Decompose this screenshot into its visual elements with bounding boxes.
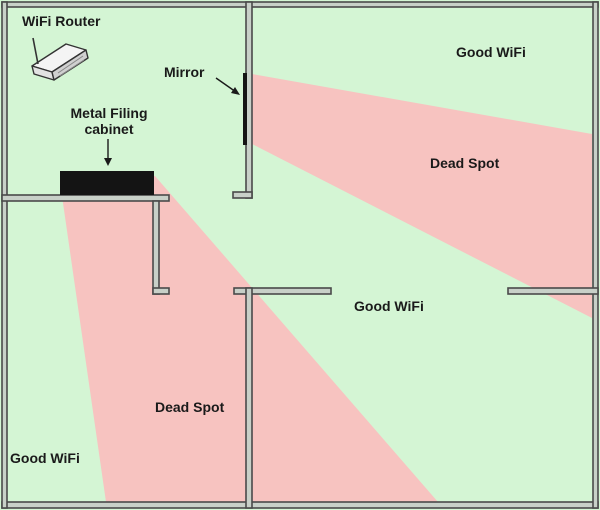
- annotation-arrows: [104, 77, 240, 166]
- wall-left-horizontal: [1, 194, 170, 202]
- outer-wall-bottom: [1, 501, 599, 509]
- cabinet-label-line2: cabinet: [84, 121, 133, 137]
- router-label: WiFi Router: [22, 13, 101, 29]
- mirror-arrow-head: [231, 87, 240, 95]
- dead-spot-zone-mirror: [252, 74, 592, 318]
- wall-left-stub-foot: [152, 287, 170, 295]
- good-wifi-middle-label: Good WiFi: [354, 298, 424, 314]
- mirror-arrow-line: [215, 77, 237, 93]
- mirror-label: Mirror: [164, 64, 205, 80]
- good-wifi-top-right-label: Good WiFi: [456, 44, 526, 60]
- router-vent-1: [57, 55, 84, 74]
- cabinet-label-line1: Metal Filing: [71, 105, 148, 121]
- wall-top-vertical-foot: [232, 191, 253, 199]
- wall-middle-horizontal: [233, 287, 332, 295]
- good-wifi-bottom-left-label: Good WiFi: [10, 450, 80, 466]
- dead-spot-lower-label: Dead Spot: [155, 399, 225, 415]
- mirror: [243, 73, 247, 145]
- wall-left-stub: [152, 200, 160, 295]
- outer-wall-left: [1, 1, 8, 509]
- outer-wall-top: [1, 1, 599, 8]
- metal-filing-cabinet: [60, 171, 154, 195]
- cabinet-arrow-head: [104, 158, 112, 166]
- wall-lower-vertical: [245, 287, 253, 509]
- dead-spot-upper-label: Dead Spot: [430, 155, 500, 171]
- router-vent-2: [59, 59, 85, 77]
- outer-wall-right: [592, 1, 599, 509]
- wall-right-horizontal: [507, 287, 599, 295]
- router-antenna: [32, 37, 39, 65]
- wifi-router-icon: [31, 37, 89, 81]
